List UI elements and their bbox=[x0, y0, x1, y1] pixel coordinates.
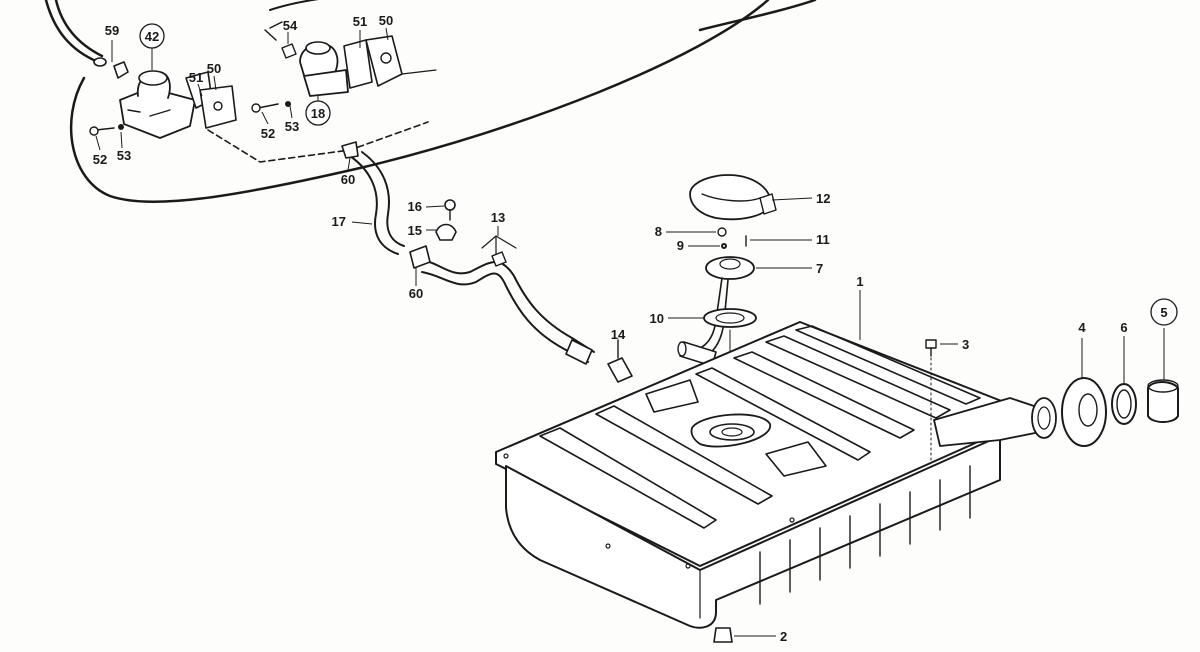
sender-7 bbox=[699, 227, 755, 357]
seal-4 bbox=[1061, 377, 1107, 447]
callout-2: 2 bbox=[780, 629, 787, 644]
callout-8: 8 bbox=[655, 224, 662, 239]
callout-42: 42 bbox=[145, 29, 159, 44]
callout-14: 14 bbox=[611, 327, 626, 342]
drain-plug-2 bbox=[713, 627, 733, 643]
callout-3: 3 bbox=[962, 337, 969, 352]
callout-1: 1 bbox=[856, 274, 863, 289]
callout-17: 17 bbox=[332, 214, 346, 229]
callout-52-left: 52 bbox=[93, 152, 107, 167]
callout-5-circle bbox=[1150, 298, 1178, 326]
cap-5 bbox=[1147, 379, 1179, 423]
dashed-guide bbox=[207, 121, 429, 163]
callout-10: 10 bbox=[650, 311, 664, 326]
callout-15: 15 bbox=[408, 223, 422, 238]
fuel-pump-18 bbox=[281, 35, 437, 97]
filler-cap-12 bbox=[689, 174, 777, 221]
main-fuel-line bbox=[69, 0, 817, 204]
callout-51-top: 51 bbox=[353, 14, 367, 29]
callout-18: 18 bbox=[311, 106, 325, 121]
callout-42-circle bbox=[139, 23, 165, 49]
callout-13: 13 bbox=[491, 210, 505, 225]
callout-60-top: 60 bbox=[341, 172, 355, 187]
callout-5: 5 bbox=[1160, 305, 1167, 320]
clip-15-bolt-16 bbox=[435, 199, 457, 241]
callout-53-left: 53 bbox=[117, 148, 131, 163]
hose-17 bbox=[341, 141, 405, 255]
callout-9: 9 bbox=[677, 238, 684, 253]
leader-lines bbox=[95, 27, 1165, 637]
callout-50-left: 50 bbox=[207, 61, 221, 76]
callout-53-mid: 53 bbox=[285, 119, 299, 134]
callout-59: 59 bbox=[105, 23, 119, 38]
callout-54: 54 bbox=[283, 18, 298, 33]
callout-6: 6 bbox=[1120, 320, 1127, 335]
callout-4: 4 bbox=[1078, 320, 1086, 335]
fitting-14 bbox=[607, 339, 633, 383]
ring-6 bbox=[1111, 383, 1137, 425]
fuel-line-13 bbox=[409, 235, 595, 365]
callout-labels: 59 42 54 51 50 51 50 18 52 53 52 53 60 1… bbox=[93, 13, 1178, 644]
callout-7: 7 bbox=[816, 261, 823, 276]
filler-neck bbox=[933, 397, 1057, 447]
callout-50-top: 50 bbox=[379, 13, 393, 28]
callout-12: 12 bbox=[816, 191, 830, 206]
fuel-pump-42 bbox=[113, 61, 237, 139]
hose-59 bbox=[44, 0, 107, 67]
callout-60-bottom: 60 bbox=[409, 286, 423, 301]
fuel-tank-1 bbox=[495, 321, 1005, 629]
gasket-10 bbox=[703, 308, 757, 328]
callout-11: 11 bbox=[816, 232, 830, 247]
callout-16: 16 bbox=[408, 199, 422, 214]
callout-52-mid: 52 bbox=[261, 126, 275, 141]
bolt-3 bbox=[925, 339, 937, 461]
callout-18-circle bbox=[305, 100, 331, 126]
bolt-52-washer-53-left bbox=[89, 101, 291, 136]
callout-51-left: 51 bbox=[189, 70, 203, 85]
